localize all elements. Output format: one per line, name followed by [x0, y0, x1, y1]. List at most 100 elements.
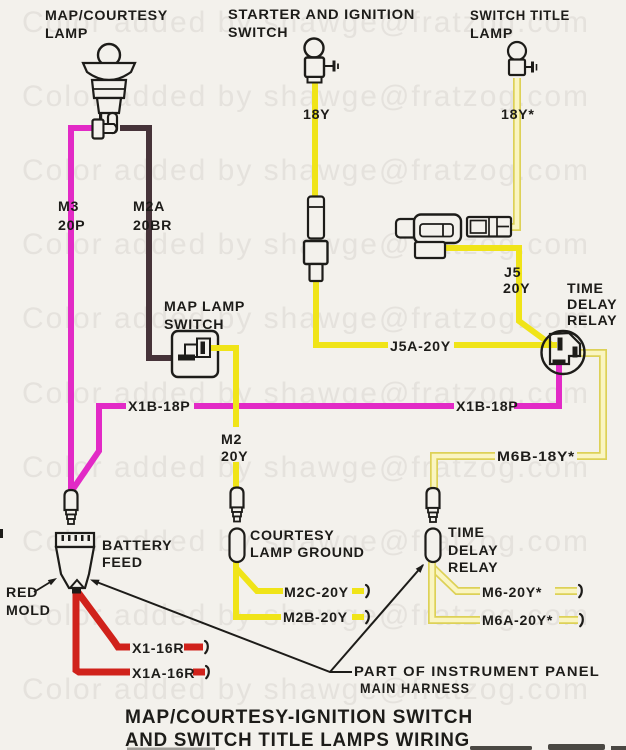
label-time-delay-relay-bottom-line3: RELAY: [448, 560, 498, 576]
lamp-socket: [303, 56, 326, 79]
watermark-text: Color added by shawge@fratzog.com: [22, 599, 590, 632]
label-time-delay-relay-top-line2: DELAY: [567, 297, 617, 313]
label-wire-j5: J5: [504, 265, 521, 281]
relay-terminal-top: [557, 337, 563, 351]
label-time-delay-relay-top-line1: TIME: [567, 281, 604, 297]
connector-nub: [72, 588, 81, 594]
relay-feed-socket: [424, 527, 442, 564]
wire-break-hook-x1a: [204, 664, 210, 680]
connector-cavity: [419, 223, 454, 238]
wire-m2b-branch: [233, 566, 281, 620]
label-switch-title-lamp-line2: LAMP: [470, 26, 513, 42]
lamp-socket: [507, 58, 527, 77]
wire-18y-star-fill: [511, 78, 520, 230]
switch-blade: [200, 341, 205, 354]
label-wire-m2-gauge: 20Y: [221, 449, 248, 465]
wire-m6b-left-fill: [431, 453, 495, 489]
time-delay-relay-symbol: [540, 329, 586, 376]
bullet-body: [63, 488, 79, 512]
red-mold-arrowhead: [47, 578, 57, 586]
label-courtesy-lamp-ground-line2: LAMP GROUND: [250, 545, 365, 561]
connector-tooth: [81, 535, 84, 541]
label-time-delay-relay-bottom-line2: DELAY: [448, 543, 498, 559]
label-time-delay-relay-top-line3: RELAY: [567, 313, 617, 329]
ignition-wire-connector: [302, 195, 329, 283]
wire-break-hook-x1: [203, 639, 209, 655]
label-wire-18y: 18Y: [303, 107, 330, 123]
label-wire-m2a: M2A: [133, 199, 165, 215]
socket-capsule: [228, 527, 246, 564]
bottom-smudge-3: [548, 744, 605, 750]
lamp-terminal-bar: [332, 60, 336, 72]
relay-circle: [540, 329, 586, 376]
bullet-tip: [429, 516, 437, 523]
label-time-delay-relay-bottom-line1: TIME: [448, 525, 485, 541]
courtesy-ground-socket: [228, 527, 246, 564]
relay-terminal-right: [572, 346, 578, 358]
bullet-body: [229, 486, 245, 509]
label-map-courtesy-lamp-line2: LAMP: [45, 26, 88, 42]
diagram-labels: MAP/COURTESY LAMP STARTER AND IGNITION S…: [6, 7, 617, 750]
harness-arrowhead-right: [415, 564, 424, 573]
label-wire-x1b-left: X1B-18P: [128, 399, 190, 415]
label-wire-m2a-gauge: 20BR: [133, 218, 172, 234]
label-harness-note-line1: PART OF INSTRUMENT PANEL: [354, 664, 600, 679]
lamp-terminal-bar: [531, 61, 534, 73]
bulkhead-connector-left: [394, 213, 463, 260]
map-courtesy-lamp-symbol: [81, 42, 137, 140]
bullet-tip: [233, 515, 241, 523]
watermark-text: Color added by shawge@fratzog.com: [22, 302, 590, 335]
connector-top-shell: [306, 195, 326, 240]
bottom-smudge-1: [127, 747, 215, 750]
connector-funnel-body: [54, 545, 96, 590]
bullet-body: [425, 486, 441, 510]
diagram-title-line2: AND SWITCH TITLE LAMPS WIRING: [125, 730, 470, 750]
wire-m3: [68, 125, 93, 491]
label-wire-m6b: M6B-18Y*: [497, 449, 575, 465]
label-red-mold-line2: MOLD: [6, 603, 51, 619]
label-battery-feed-line1: BATTERY: [102, 538, 172, 554]
label-map-lamp-switch-line1: MAP LAMP: [164, 299, 245, 315]
label-wire-m3: M3: [58, 199, 79, 215]
lamp-connector-plug: [91, 118, 105, 140]
watermark-text: Color added by shawge@fratzog.com: [22, 525, 590, 558]
page-artifacts: [0, 529, 626, 750]
lamp-base: [306, 76, 323, 84]
wire-break-hook-m6: [577, 583, 583, 599]
switch-contact-bar: [178, 354, 195, 361]
wire-j5a-left: [313, 281, 388, 348]
wire-m2a: [120, 125, 181, 361]
label-battery-feed-line2: FEED: [102, 555, 143, 571]
bottom-smudge-4: [611, 746, 626, 750]
battery-feed-connector: [54, 531, 96, 594]
wire-x1a: [72, 591, 130, 676]
wire-x1b-left-end: [70, 403, 126, 491]
watermark-text: Color added by shawge@fratzog.com: [22, 6, 590, 39]
lamp-connector-bullet: [102, 123, 118, 134]
harness-arrow-right: [329, 564, 424, 673]
label-wire-j5a: J5A-20Y: [390, 339, 451, 355]
bulkhead-connector-right: [465, 215, 513, 238]
brown-wires: [120, 125, 181, 361]
label-courtesy-lamp-ground-line1: COURTESY: [250, 528, 334, 544]
yellow-wires: [233, 82, 557, 620]
wire-m6b-right-fill: [577, 350, 606, 459]
courtesy-ground-bullet: [229, 486, 245, 523]
connector-mold-notch: [69, 578, 85, 589]
starter-ignition-lamp-symbol: [303, 37, 339, 84]
label-map-lamp-switch-line2: SWITCH: [164, 317, 224, 333]
wire-m2c-branch: [233, 560, 283, 594]
pale-yellow-wires: [428, 78, 607, 624]
wire-x1b-to-relay: [514, 362, 562, 409]
label-map-courtesy-lamp-line1: MAP/COURTESY: [45, 8, 168, 24]
pointer-arrows: [33, 564, 424, 673]
label-starter-ignition-line2: SWITCH: [228, 25, 288, 41]
label-wire-x1b-right: X1B-18P: [456, 399, 518, 415]
relay-terminal-bottom: [552, 359, 566, 364]
diagram-title-line1: MAP/COURTESY-IGNITION SWITCH: [125, 707, 473, 728]
wire-break-hook-m2b: [364, 609, 370, 625]
label-wire-x1: X1-16R: [132, 641, 184, 657]
label-switch-title-lamp-line1: SWITCH TITLE: [470, 8, 570, 24]
